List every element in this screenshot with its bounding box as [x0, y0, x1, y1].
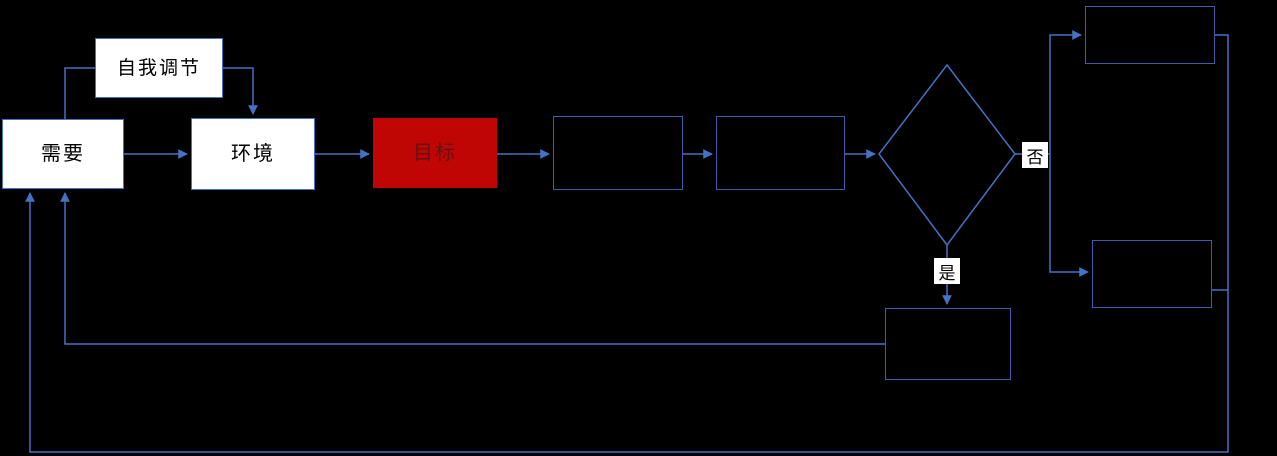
node-right-box — [1092, 240, 1212, 308]
decision-diamond — [878, 63, 1016, 247]
node-need-label: 需要 — [41, 143, 85, 165]
node-bottom-box — [885, 308, 1011, 380]
node-goal: 目标 — [373, 118, 497, 188]
edge-need-selfregulation — [64, 67, 95, 119]
node-need: 需要 — [2, 119, 124, 189]
edge-no-to-rightbox — [1049, 154, 1089, 277]
edge-label-yes-text: 是 — [938, 263, 956, 283]
node-goal-label: 目标 — [413, 142, 457, 164]
edge-bottombox-need — [60, 192, 885, 345]
node-self-regulation: 自我调节 — [95, 38, 223, 98]
edge-no-to-topright — [1049, 30, 1082, 154]
edge-label-no: 否 — [1022, 142, 1048, 168]
node-self-regulation-label: 自我调节 — [116, 57, 201, 79]
node-environment: 环境 — [191, 118, 315, 190]
node-process-box-1 — [553, 116, 683, 190]
edge-feedback-loop — [25, 34, 1229, 453]
node-process-box-2 — [716, 116, 845, 190]
node-top-right-box — [1085, 6, 1215, 64]
edge-label-no-text: 否 — [1026, 147, 1044, 167]
edge-selfregulation-environment — [223, 67, 258, 115]
node-environment-label: 环境 — [231, 143, 275, 165]
edge-label-yes: 是 — [934, 258, 960, 284]
